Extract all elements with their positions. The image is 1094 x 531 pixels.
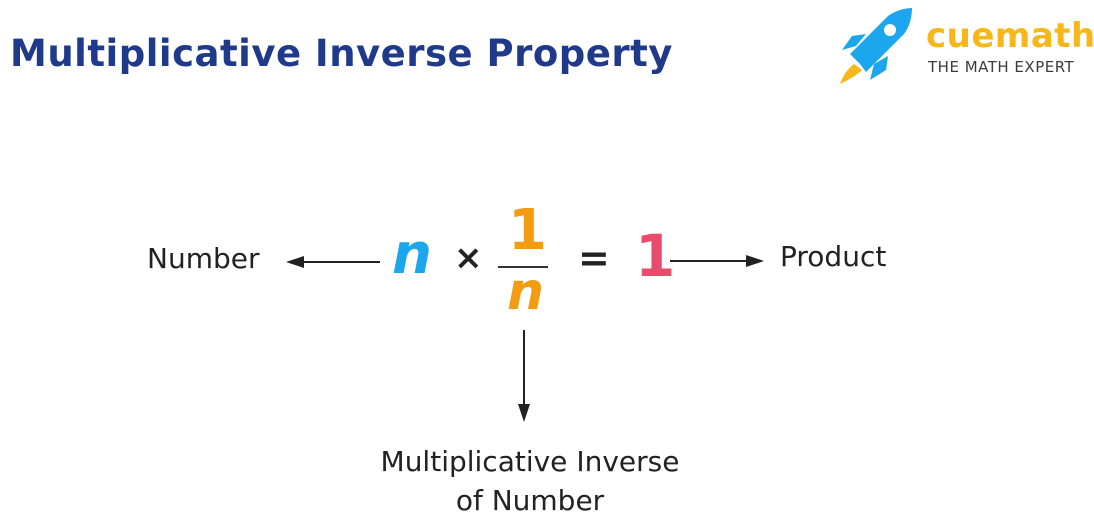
- page-title: Multiplicative Inverse Property: [10, 32, 673, 75]
- label-inverse-line2: of Number: [455, 484, 605, 517]
- fraction-bar: [498, 266, 548, 268]
- equation-times-sign: ×: [454, 238, 483, 278]
- rocket-icon: [840, 8, 912, 84]
- arrow-to-product: [670, 255, 764, 267]
- label-number: Number: [147, 242, 260, 275]
- fraction-denominator: n: [507, 262, 545, 322]
- brand-tagline: THE MATH EXPERT: [928, 58, 1075, 76]
- cuemath-logo: cuemath THE MATH EXPERT: [836, 6, 1094, 86]
- label-multiplicative-inverse: Multiplicative Inverse of Number: [300, 442, 760, 520]
- arrow-to-inverse: [518, 330, 530, 422]
- fraction-numerator: 1: [508, 198, 547, 263]
- label-product: Product: [780, 240, 887, 273]
- label-inverse-line1: Multiplicative Inverse: [380, 445, 680, 478]
- equation-variable: n: [392, 222, 432, 287]
- equation-result: 1: [635, 222, 676, 290]
- equation-equals-sign: =: [578, 236, 610, 280]
- brand-name: cuemath: [926, 16, 1094, 56]
- arrow-to-number: [286, 256, 380, 268]
